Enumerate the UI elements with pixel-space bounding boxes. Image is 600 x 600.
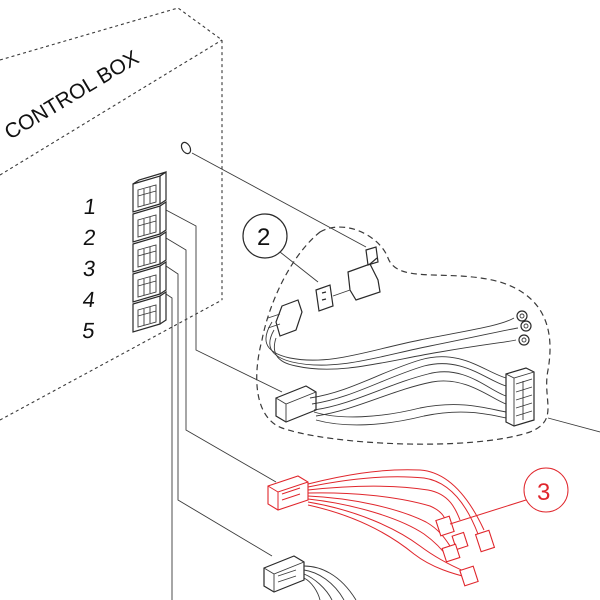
harness-exit-leader: [547, 417, 600, 433]
control-box-outline: [0, 7, 223, 421]
control-box-title: CONTROL BOX: [1, 46, 143, 144]
red-harness-wires: [307, 469, 485, 579]
callout-3: 3: [449, 467, 569, 525]
callout-2: 2: [242, 213, 319, 283]
ring-terminals: [516, 310, 532, 346]
port-connector-5: [132, 290, 167, 333]
port-number-2: 2: [82, 225, 98, 250]
callout-2-number: 2: [257, 224, 270, 251]
port-connector-1: [132, 170, 167, 213]
port-number-1: 1: [82, 194, 98, 219]
port-connector-2: [132, 200, 167, 243]
port-number-3: 3: [82, 256, 98, 281]
bottom-connector: [263, 555, 305, 593]
mounting-hole: [180, 141, 192, 155]
port-connector-4: [132, 260, 167, 303]
port-number-5: 5: [81, 318, 97, 343]
callout-3-number: 3: [537, 479, 550, 506]
port-connector-3: [132, 230, 167, 273]
harness-wires: [265, 317, 519, 426]
hole-leader-line: [191, 152, 367, 248]
port-connector-stack: [132, 170, 167, 333]
port-leader-lines: [165, 209, 283, 600]
inline-connector-upper: [267, 246, 381, 337]
red-harness-connector: [267, 475, 309, 511]
harness-group-boundary: [256, 226, 551, 445]
bottom-connector-wires: [303, 565, 357, 600]
port-number-4: 4: [81, 287, 97, 312]
harness-connector-right: [505, 367, 535, 427]
harness-connector-left: [275, 385, 317, 423]
red-harness-terminals: [435, 515, 496, 587]
